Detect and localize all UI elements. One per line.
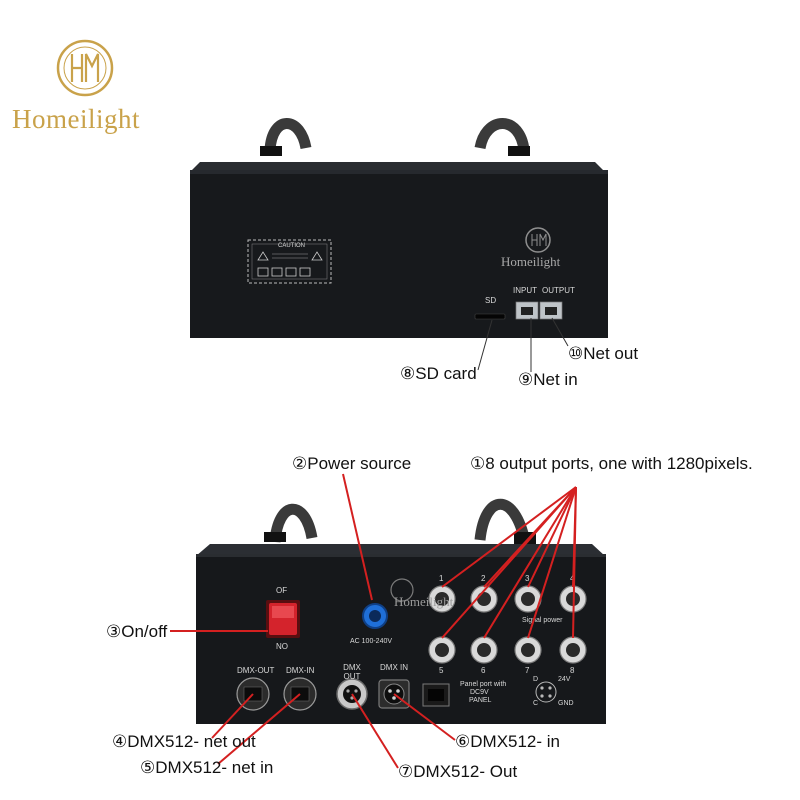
device-brand-text-bottom: Homeilight [394,594,454,609]
callout-power-source: ②Power source [292,454,412,473]
xlr-in-label: DMX IN [380,663,408,672]
output-num-8: 8 [570,666,575,675]
callout-net-in: ⑨Net in [518,370,578,389]
pinout-gnd: GND [558,700,574,707]
sd-slot-label: SD [485,296,497,305]
xlr-out-label: DMX OUT [343,663,361,681]
pinout-c: C [533,700,539,707]
device-brand-text: Homeilight [501,254,561,269]
top-device: CAUTION Homeilight SD INPUT OUTPUT [180,110,620,350]
dmx-out-label: DMX-OUT [237,666,275,675]
pinout-24v: 24V [558,676,571,683]
callout-dmx-net-in: ⑤DMX512- net in [140,758,274,777]
switch-off-label: OF [276,586,288,595]
switch-on-label: NO [276,642,288,651]
panel-port-label-2: DC9V [470,689,489,696]
panel-port-label-3: PANEL [469,697,492,704]
callout-dmx-net-out: ④DMX512- net out [112,732,256,751]
panel-port-label-1: Panel port with [460,681,507,688]
dmx-in-label: DMX-IN [286,666,315,675]
output-num-6: 6 [481,666,486,675]
callout-dmx-out: ⑦DMX512- Out [398,762,518,781]
callout-on-off: ③On/off [106,622,168,641]
brand-name: Homeilight [12,104,140,134]
output-num-3: 3 [525,574,530,583]
top-device-body [190,118,608,338]
callout-dmx-in: ⑥DMX512- in [455,732,561,751]
callout-output-ports: ①8 output ports, one with 1280pixels. [470,454,753,473]
input-port-label: INPUT [513,286,537,295]
output-num-4: 4 [570,574,575,583]
brand-monogram-icon [56,39,114,97]
callout-net-out: ⑩Net out [568,344,639,363]
callout-sd-card: ⑧SD card [400,364,477,383]
caution-sticker-title: CAUTION [278,243,305,249]
output-num-7: 7 [525,666,530,675]
pinout-d: D [533,676,539,683]
signal-power-label: Signal power [522,617,563,624]
output-port-label: OUTPUT [542,286,575,295]
output-num-1: 1 [439,574,444,583]
power-voltage-label: AC 100-240V [350,638,393,645]
brand-logo: Homeilight [10,30,160,140]
output-num-5: 5 [439,666,444,675]
output-num-2: 2 [481,574,486,583]
